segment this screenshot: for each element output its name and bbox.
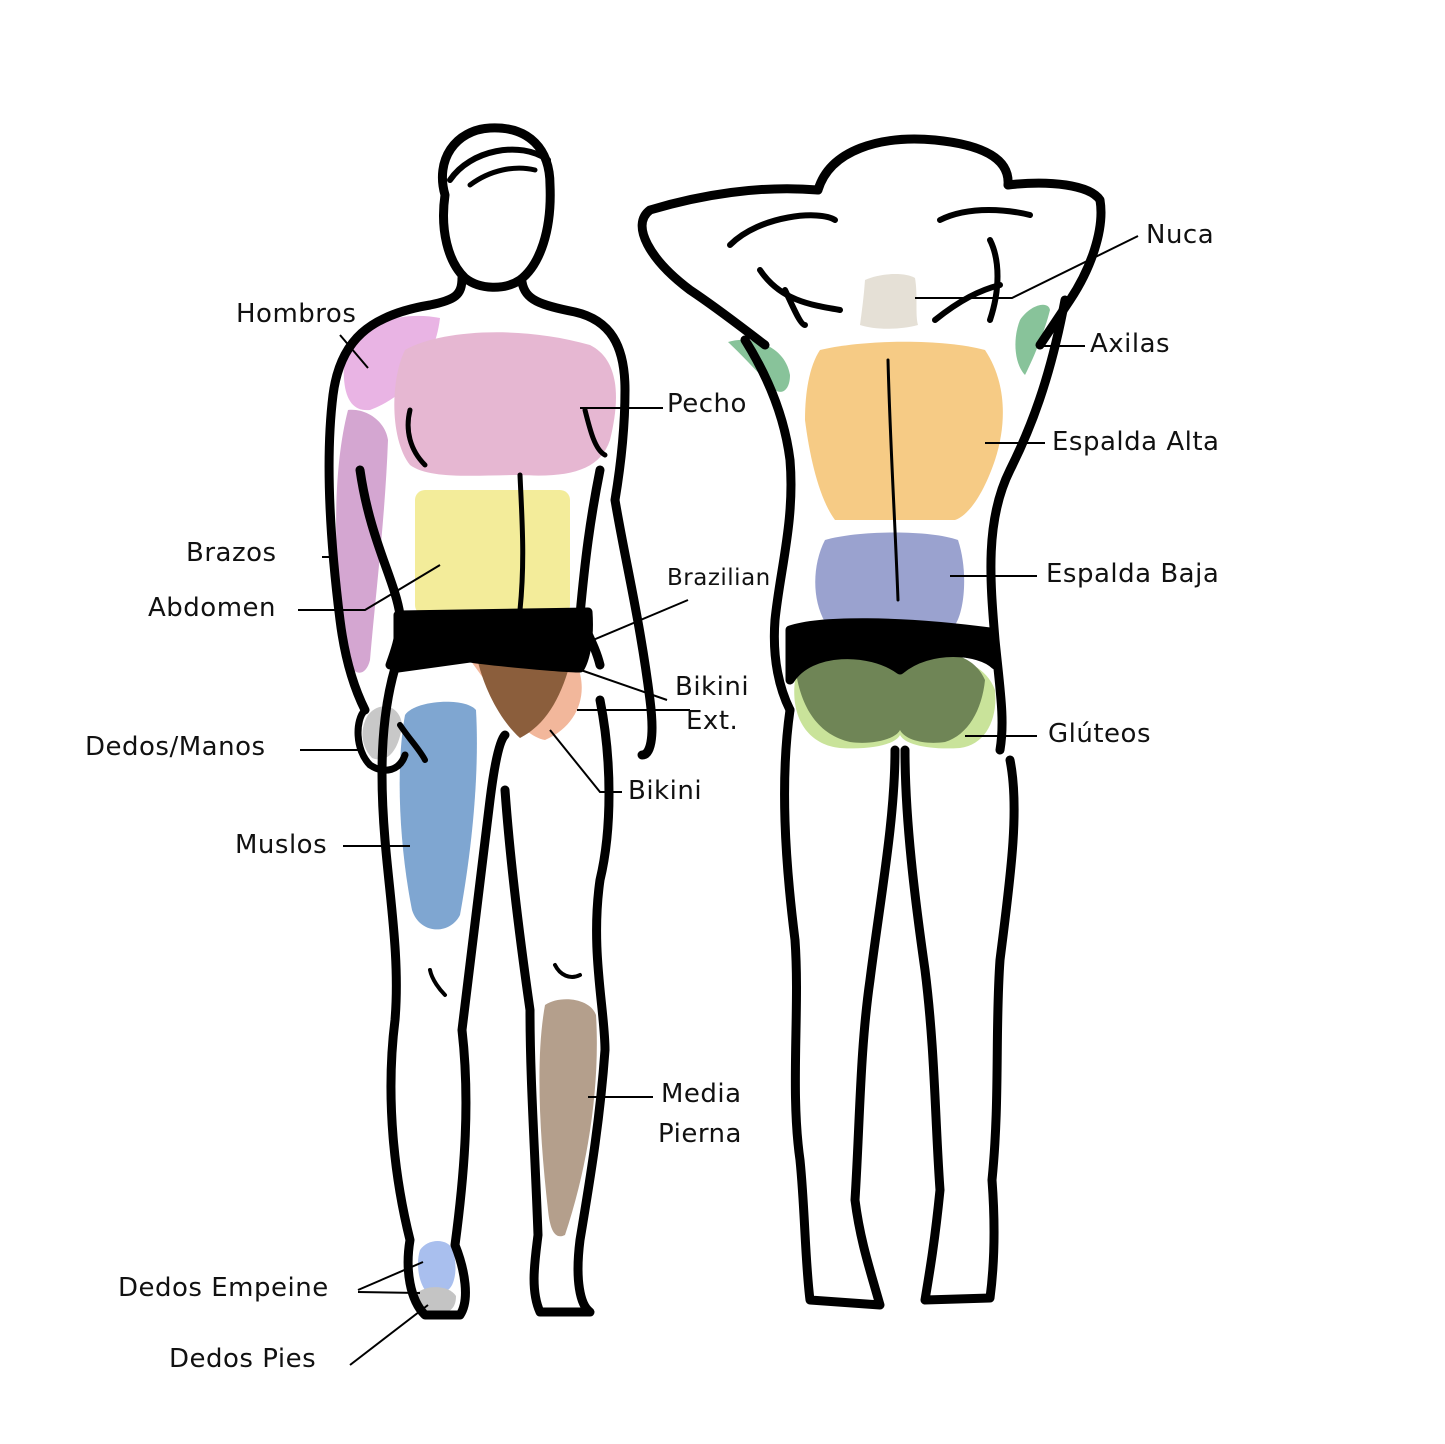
- zone-muslos: [399, 701, 477, 930]
- label-axilas: Axilas: [1090, 329, 1171, 359]
- label-espalda-baja: Espalda Baja: [1046, 559, 1220, 589]
- zone-espalda-alta: [805, 341, 1003, 520]
- label-hombros: Hombros: [236, 299, 357, 329]
- zone-bikini: [478, 662, 570, 738]
- label-abdomen: Abdomen: [148, 593, 277, 623]
- zone-abdomen: [415, 490, 570, 615]
- zone-espalda-baja: [815, 532, 965, 633]
- zone-axila-right: [1015, 304, 1050, 375]
- label-muslos: Muslos: [235, 830, 328, 860]
- zone-pecho: [394, 332, 616, 476]
- label-pecho: Pecho: [667, 389, 747, 419]
- front-figure: [324, 123, 657, 1320]
- label-brazos: Brazos: [186, 538, 277, 568]
- label-brazilian: Brazilian: [667, 565, 771, 591]
- label-gluteos: Glúteos: [1048, 719, 1151, 749]
- back-outline: [637, 134, 1106, 1310]
- zone-media-pierna: [539, 999, 597, 1237]
- front-outline: [324, 123, 657, 1320]
- back-figure: [637, 134, 1106, 1310]
- label-media-pierna-line2: Pierna: [658, 1119, 742, 1149]
- label-dedos-manos: Dedos/Manos: [85, 732, 266, 762]
- label-media-pierna-line1: Media: [661, 1079, 742, 1109]
- label-bikini-ext-line1: Bikini: [675, 672, 750, 702]
- label-nuca: Nuca: [1146, 220, 1215, 250]
- zone-gluteos-inner: [795, 651, 985, 743]
- label-espalda-alta: Espalda Alta: [1052, 427, 1220, 457]
- zone-brazos: [336, 409, 388, 673]
- zone-nuca: [860, 274, 918, 329]
- label-dedos-pies: Dedos Pies: [169, 1344, 317, 1374]
- leader-lines: [298, 235, 1139, 1366]
- zone-hombros: [343, 315, 440, 411]
- zone-dedos-empeine: [417, 1241, 456, 1290]
- label-dedos-empeine: Dedos Empeine: [118, 1273, 329, 1303]
- label-bikini: Bikini: [628, 776, 703, 806]
- label-bikini-ext-line2: Ext.: [686, 706, 739, 736]
